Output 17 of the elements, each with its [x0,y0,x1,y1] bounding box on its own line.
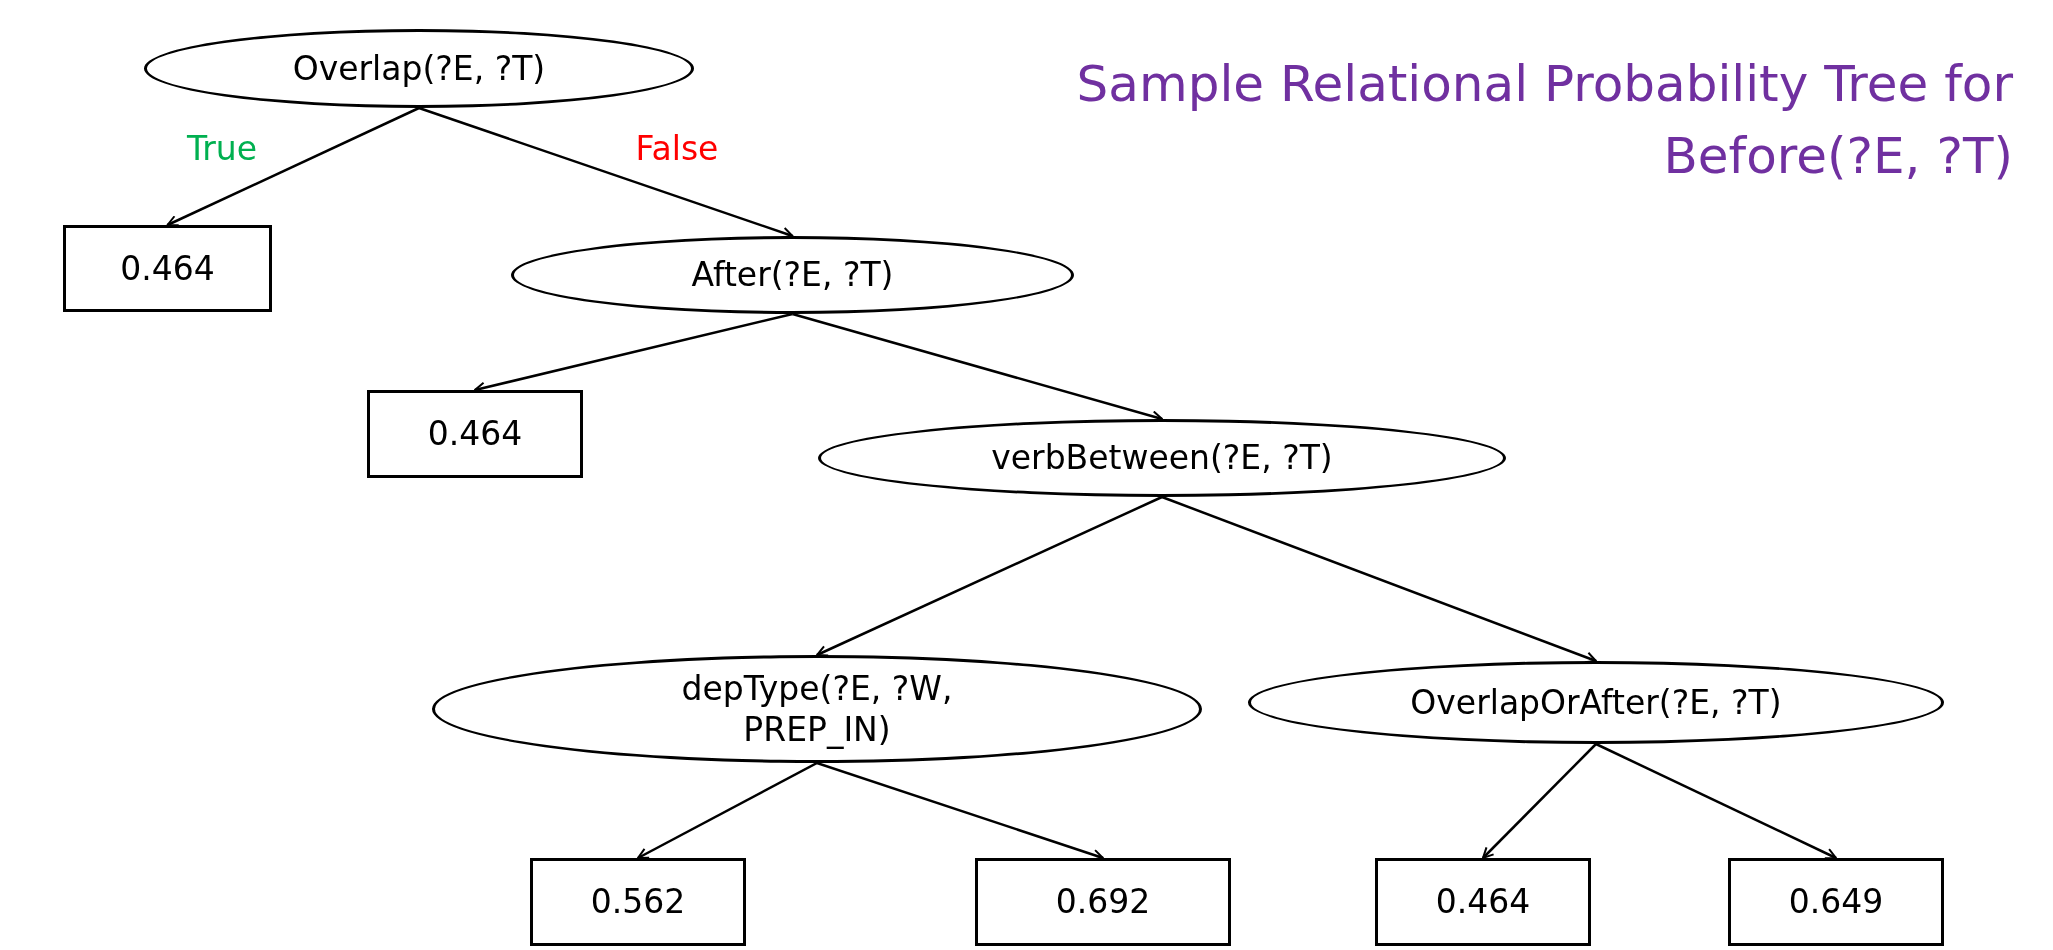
leaf-box: 0.464 [63,225,272,312]
arrow [1482,743,1597,859]
decision-ellipse: OverlapOrAfter(?E, ?T) [1248,661,1944,744]
arrow [1595,742,1837,860]
arrow [166,106,420,227]
leaf-box: 0.464 [1375,858,1591,946]
leaf-box: 0.464 [367,390,583,478]
leaf-box: 0.692 [975,858,1231,946]
decision-ellipse: verbBetween(?E, ?T) [818,419,1506,497]
title: Sample Relational Probability Tree for Before(?E, ?T) [1075,54,2013,187]
arrow [816,495,1163,657]
decision-ellipse: depType(?E, ?W, PREP_IN) [432,655,1202,763]
leaf-box: 0.562 [530,858,746,946]
arrow [637,761,818,860]
decision-ellipse: Overlap(?E, ?T) [144,29,694,108]
decision-ellipse: After(?E, ?T) [511,236,1074,314]
leaf-box: 0.649 [1728,858,1944,946]
